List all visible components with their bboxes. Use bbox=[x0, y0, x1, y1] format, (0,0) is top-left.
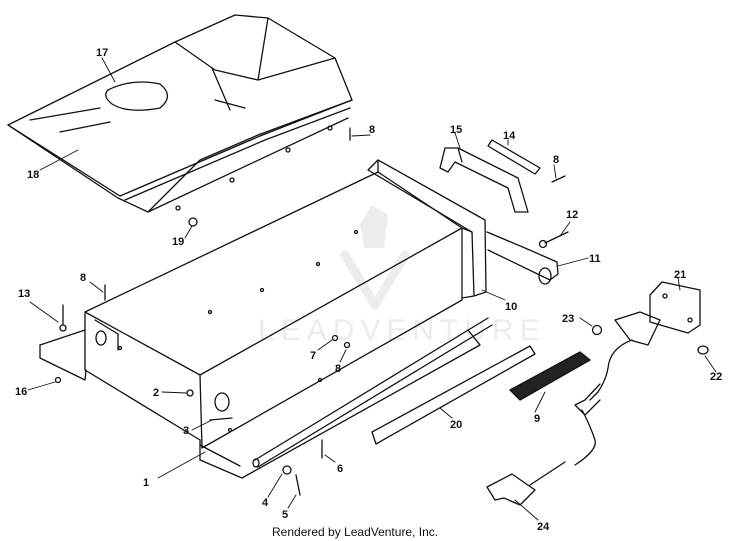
mounting-bracket bbox=[486, 461, 566, 506]
callout-10: 10 bbox=[505, 301, 517, 313]
bolt-5 bbox=[295, 474, 301, 496]
callout-8-center: 8 bbox=[335, 363, 341, 375]
callout-24: 24 bbox=[537, 521, 550, 533]
bolt-3 bbox=[209, 417, 233, 421]
callout-18: 18 bbox=[27, 169, 39, 181]
callout-9: 9 bbox=[534, 413, 540, 425]
callout-22: 22 bbox=[710, 371, 722, 383]
watermark-text: LEADVENTURE bbox=[258, 314, 546, 347]
leader-lines bbox=[27, 57, 717, 521]
nut-7 bbox=[331, 334, 339, 342]
callout-6: 6 bbox=[337, 463, 343, 475]
callout-1: 1 bbox=[143, 477, 149, 489]
washer-8-center bbox=[343, 341, 351, 349]
callout-8-top: 8 bbox=[369, 124, 375, 136]
callout-8-right: 8 bbox=[553, 154, 559, 166]
strip-part bbox=[487, 139, 541, 175]
callout-2: 2 bbox=[153, 387, 159, 399]
washer-4 bbox=[282, 465, 292, 475]
cross-bar bbox=[486, 231, 559, 285]
hood-cover bbox=[7, 14, 353, 213]
switch-assembly bbox=[574, 281, 701, 466]
callout-17: 17 bbox=[96, 47, 108, 59]
callout-23: 23 bbox=[562, 313, 574, 325]
main-box-frame bbox=[39, 171, 481, 479]
callout-5: 5 bbox=[282, 509, 288, 521]
nut-23 bbox=[591, 324, 603, 336]
callout-16: 16 bbox=[15, 386, 27, 398]
footer-credit: Rendered by LeadVenture, Inc. bbox=[272, 525, 438, 539]
callout-11: 11 bbox=[589, 253, 601, 265]
watermark-logo bbox=[340, 205, 410, 310]
nut-2 bbox=[186, 389, 194, 397]
frame-support-rod bbox=[252, 317, 493, 468]
screw-8-right bbox=[551, 175, 566, 183]
callout-21: 21 bbox=[674, 269, 686, 281]
callout-8-left: 8 bbox=[80, 272, 86, 284]
grille-part bbox=[509, 351, 591, 401]
grommet bbox=[188, 217, 198, 227]
callout-3: 3 bbox=[183, 425, 189, 437]
callout-12: 12 bbox=[566, 209, 578, 221]
washer-13 bbox=[59, 324, 67, 332]
callout-14: 14 bbox=[503, 130, 516, 142]
callout-15: 15 bbox=[450, 124, 462, 136]
small-cap bbox=[697, 345, 709, 355]
callout-13: 13 bbox=[18, 288, 30, 300]
callout-20: 20 bbox=[450, 419, 462, 431]
nut-16 bbox=[54, 376, 62, 384]
hood-opening bbox=[105, 81, 169, 111]
callout-7: 7 bbox=[310, 350, 316, 362]
bolt-12 bbox=[538, 231, 569, 249]
trim-strip bbox=[371, 345, 536, 445]
handle-bracket bbox=[439, 147, 529, 213]
callout-4: 4 bbox=[262, 497, 269, 509]
callout-19: 19 bbox=[172, 236, 184, 248]
